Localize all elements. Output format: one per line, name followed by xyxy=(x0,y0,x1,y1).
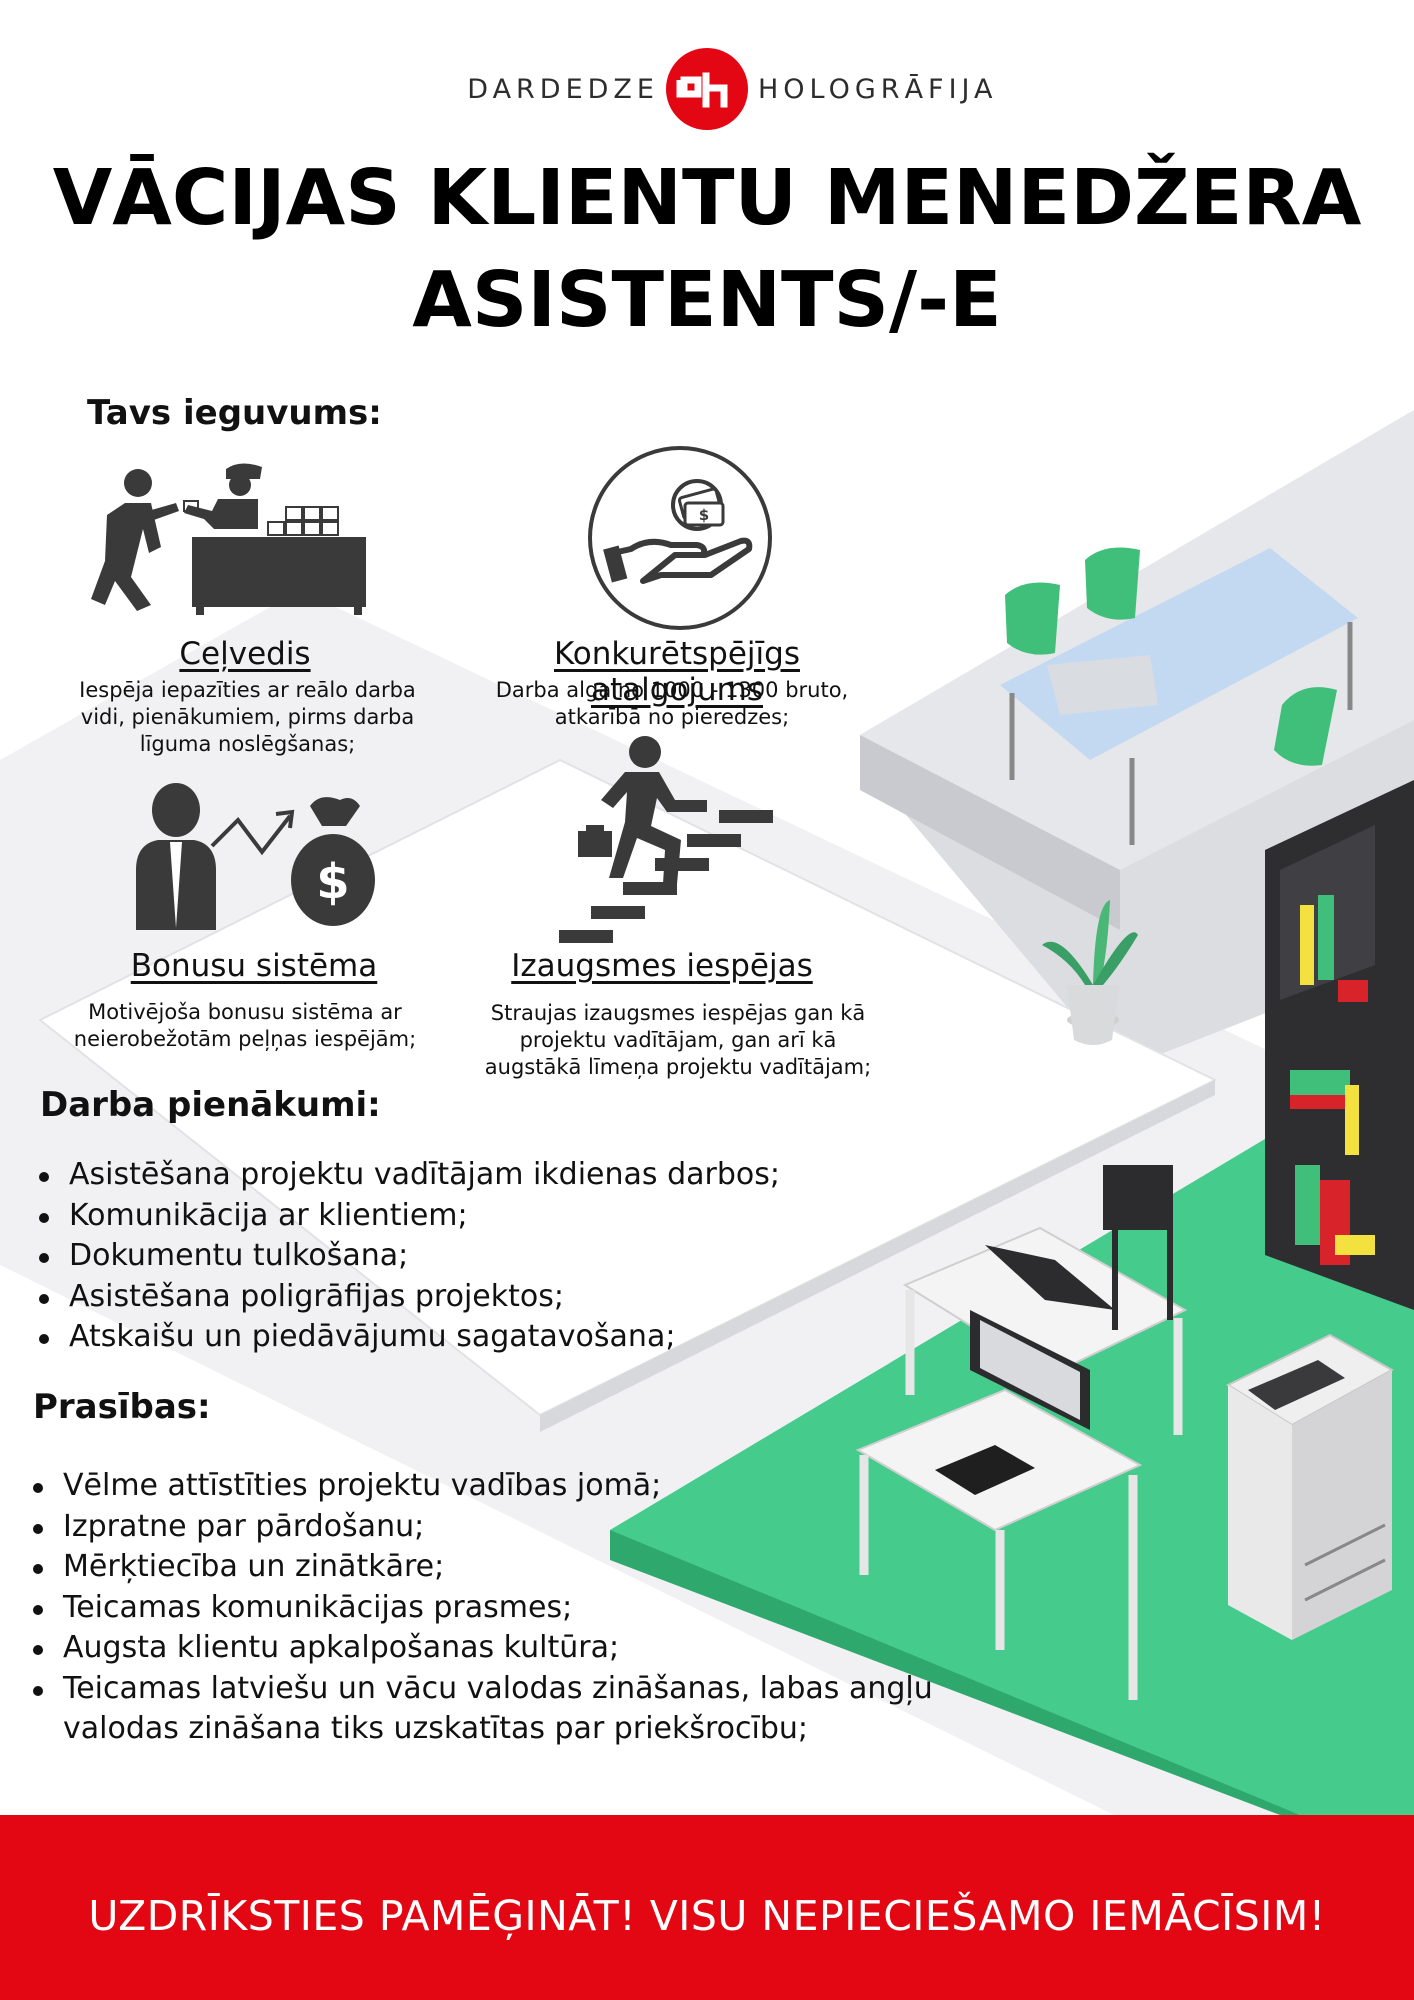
svg-text:$: $ xyxy=(699,506,709,524)
bookshelf-illustration xyxy=(1265,780,1414,1310)
cta-text: UZDRĪKSTIES PAMĒĢINĀT! VISU NEPIECIEŠAMO… xyxy=(88,1892,1326,1940)
list-item: Komunikācija ar klientiem; xyxy=(35,1196,935,1237)
printer-illustration xyxy=(1225,1333,1395,1640)
desc-line: Straujas izaugsmes iespējas gan kā xyxy=(490,1001,866,1025)
list-item: Vēlme attīstīties projektu vadības jomā; xyxy=(29,1466,989,1507)
svg-text:$: $ xyxy=(316,854,349,910)
desc-line: vidi, pienākumiem, pirms darba xyxy=(80,705,415,729)
title-line-2: ASISTENTS/-E xyxy=(412,256,1002,345)
list-item: Izpratne par pārdošanu; xyxy=(29,1507,989,1548)
desc-line: neierobežotām peļņas iespējām; xyxy=(73,1027,417,1051)
duties-heading: Darba pienākumi: xyxy=(40,1085,381,1125)
list-item: Teicamas komunikācijas prasmes; xyxy=(29,1588,989,1629)
cta-banner: UZDRĪKSTIES PAMĒĢINĀT! VISU NEPIECIEŠAMO… xyxy=(0,1815,1414,2000)
list-item: Mērķtiecība un zinātkāre; xyxy=(29,1547,989,1588)
desc-line: projektu vadītājam, gan arī kā xyxy=(519,1028,837,1052)
desc-line: atkarībā no pieredzes; xyxy=(554,705,790,729)
logo-word-left: DARDEDZE xyxy=(467,74,659,105)
logo-word-right: HOLOGRĀFIJA xyxy=(758,74,998,105)
handover-icon xyxy=(91,463,366,615)
benefit-desc-growth: Straujas izaugsmes iespējas gan kā proje… xyxy=(462,1000,894,1081)
page-title: VĀCIJAS KLIENTU MENEDŽERA ASISTENTS/-E xyxy=(0,148,1414,352)
salary-hand-icon: $ xyxy=(588,446,772,630)
benefits-heading: Tavs ieguvums: xyxy=(87,393,382,433)
bonus-money-bag-icon: $ xyxy=(136,783,375,930)
company-logo: DARDEDZE HOLOGRĀFIJA xyxy=(0,48,1414,136)
workstations-illustration xyxy=(855,1165,1188,1700)
benefit-title-growth: Izaugsmes iespējas xyxy=(511,948,813,984)
title-line-1: VĀCIJAS KLIENTU MENEDŽERA xyxy=(52,154,1362,243)
duties-list: Asistēšana projektu vadītājam ikdienas d… xyxy=(35,1155,935,1358)
logo-mark-icon xyxy=(666,48,748,130)
requirements-list: Vēlme attīstīties projektu vadības jomā;… xyxy=(29,1466,989,1750)
list-item: Dokumentu tulkošana; xyxy=(35,1236,935,1277)
desc-line: Motivējoša bonusu sistēma ar xyxy=(88,1000,402,1024)
list-item: Atskaišu un piedāvājumu sagatavošana; xyxy=(35,1317,935,1358)
benefit-desc-bonus: Motivējoša bonusu sistēma ar neierobežot… xyxy=(55,999,435,1053)
benefit-title-bonus: Bonusu sistēma xyxy=(130,948,378,984)
meeting-table-illustration xyxy=(1000,547,1358,845)
career-stairs-icon xyxy=(559,736,773,943)
list-item: Augsta klientu apkalpošanas kultūra; xyxy=(29,1628,989,1669)
desc-line: Iespēja iepazīties ar reālo darba xyxy=(79,678,416,702)
list-item: Teicamas latviešu un vācu valodas zināša… xyxy=(29,1669,989,1750)
list-item: Asistēšana projektu vadītājam ikdienas d… xyxy=(35,1155,935,1196)
list-item: Asistēšana poligrāfijas projektos; xyxy=(35,1277,935,1318)
desc-line: līguma noslēgšanas; xyxy=(139,732,356,756)
benefit-title-guide: Ceļvedis xyxy=(179,636,311,672)
benefit-desc-salary: Darba alga no 1000 - 1300 bruto, atkarīb… xyxy=(470,677,874,731)
desc-line: augstākā līmeņa projektu vadītājam; xyxy=(484,1055,872,1079)
benefit-desc-guide: Iespēja iepazīties ar reālo darba vidi, … xyxy=(65,677,430,758)
benefit-title-salary: Konkurētspējīgs atalgojums xyxy=(554,636,800,708)
desc-line: Darba alga no 1000 - 1300 bruto, xyxy=(495,678,849,702)
plant-illustration xyxy=(1042,900,1138,1045)
requirements-heading: Prasības: xyxy=(33,1387,211,1427)
